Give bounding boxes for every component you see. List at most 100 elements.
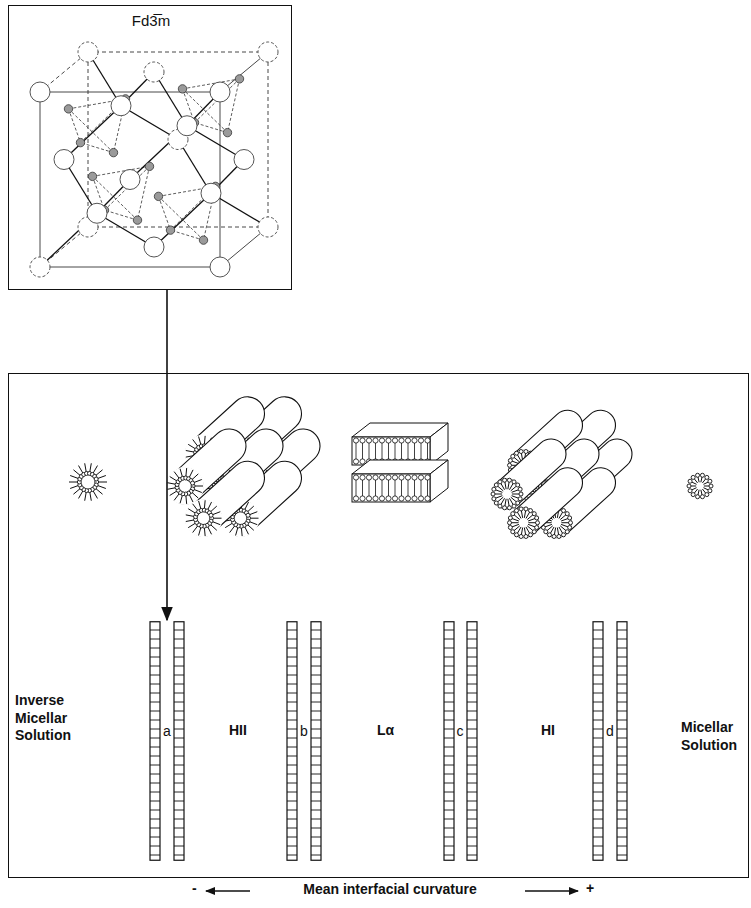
tetra-edge — [105, 210, 138, 220]
lipid-head — [519, 534, 523, 538]
bar-cell — [311, 747, 321, 748]
lipid-head — [503, 506, 507, 510]
lipid-head — [425, 475, 430, 480]
lipid-head — [191, 481, 195, 485]
bar-cell — [617, 801, 627, 802]
bar-cell — [174, 630, 184, 631]
lipid-head — [392, 438, 397, 443]
bar-cell — [150, 756, 160, 757]
bilayer-bars — [149, 621, 185, 861]
bar-cell — [174, 765, 184, 766]
micelle-core — [492, 479, 522, 509]
lipid-head — [418, 496, 423, 501]
bar-cell — [174, 684, 184, 685]
cylinder-end — [186, 500, 222, 536]
bar-cell — [311, 630, 321, 631]
lipid-tail — [375, 480, 376, 496]
bar-cell — [593, 783, 603, 784]
space-group-label: Fd3̅m — [9, 12, 293, 31]
lipid-tail — [421, 443, 422, 459]
cylinder-end — [167, 468, 203, 504]
lipid-head — [494, 483, 498, 487]
hexagonal-cylinders — [491, 410, 632, 538]
bar-cell — [467, 738, 477, 739]
bar-cell — [311, 711, 321, 712]
bar-cell — [174, 747, 184, 748]
bar-cell — [311, 846, 321, 847]
large-atom — [210, 82, 230, 102]
large-atom — [78, 42, 98, 62]
lipid-tail — [369, 480, 370, 496]
bar-cell — [467, 729, 477, 730]
bar-cell — [311, 792, 321, 793]
tetra-edge — [69, 109, 114, 153]
bar-cell — [617, 846, 627, 847]
lipid-tail — [414, 480, 415, 496]
small-atom — [133, 216, 141, 224]
bar-cell — [444, 837, 454, 838]
lipid-head — [405, 438, 410, 443]
bar-cell — [287, 675, 297, 676]
bar-cell — [467, 702, 477, 703]
slab-front — [352, 474, 430, 502]
lipid-head — [209, 513, 213, 517]
lipid-head — [412, 438, 417, 443]
bilayer-bars — [286, 621, 322, 861]
bar-cell — [617, 792, 627, 793]
band-letter: a — [163, 723, 171, 741]
bar-cell — [593, 702, 603, 703]
bar-cell — [467, 819, 477, 820]
lipid-tail — [388, 443, 389, 459]
lipid-head — [515, 509, 519, 513]
bar-cell — [617, 648, 627, 649]
bar-cell — [467, 783, 477, 784]
bar-cell — [467, 693, 477, 694]
bar-cell — [467, 765, 477, 766]
bar-cell — [287, 657, 297, 658]
lamellar-stack — [352, 423, 448, 502]
bar-cell — [311, 729, 321, 730]
lipid-head — [405, 496, 410, 501]
tetra-edge — [195, 79, 240, 123]
bar-cell — [617, 756, 627, 757]
lipid-head — [524, 450, 528, 454]
lipid-head — [386, 496, 391, 501]
bond — [154, 193, 211, 247]
bar-cell — [174, 711, 184, 712]
bar-cell — [287, 756, 297, 757]
lipid-head — [392, 475, 397, 480]
lipid-head — [386, 438, 391, 443]
bilayer-bars — [443, 621, 478, 861]
bond — [64, 106, 121, 160]
bar-cell — [444, 792, 454, 793]
bar-cell — [444, 693, 454, 694]
bar-cell — [593, 729, 603, 730]
bar-cell — [593, 711, 603, 712]
bar-cell — [150, 702, 160, 703]
large-atom — [120, 170, 140, 190]
bar-cell — [593, 684, 603, 685]
bar-cell — [444, 738, 454, 739]
small-atom — [64, 105, 72, 113]
bar-cell — [617, 738, 627, 739]
bar-cell — [311, 783, 321, 784]
bar-cell — [287, 693, 297, 694]
lipid-head — [688, 479, 692, 483]
lipid-head — [688, 489, 692, 493]
bar-cell — [150, 837, 160, 838]
lipid-head — [515, 451, 519, 455]
bar-cell — [311, 810, 321, 811]
bar-cell — [287, 810, 297, 811]
axis-sign: - — [190, 880, 199, 897]
lipid-head — [425, 438, 430, 443]
lipid-head — [507, 506, 511, 510]
lipid-head — [568, 525, 572, 529]
bar-cell — [444, 846, 454, 847]
lipid-head — [405, 475, 410, 480]
micelle-core — [68, 462, 108, 502]
bar-cell — [287, 639, 297, 640]
lipid-head — [418, 438, 423, 443]
lipid-head — [519, 507, 523, 511]
lipid-head — [399, 475, 404, 480]
